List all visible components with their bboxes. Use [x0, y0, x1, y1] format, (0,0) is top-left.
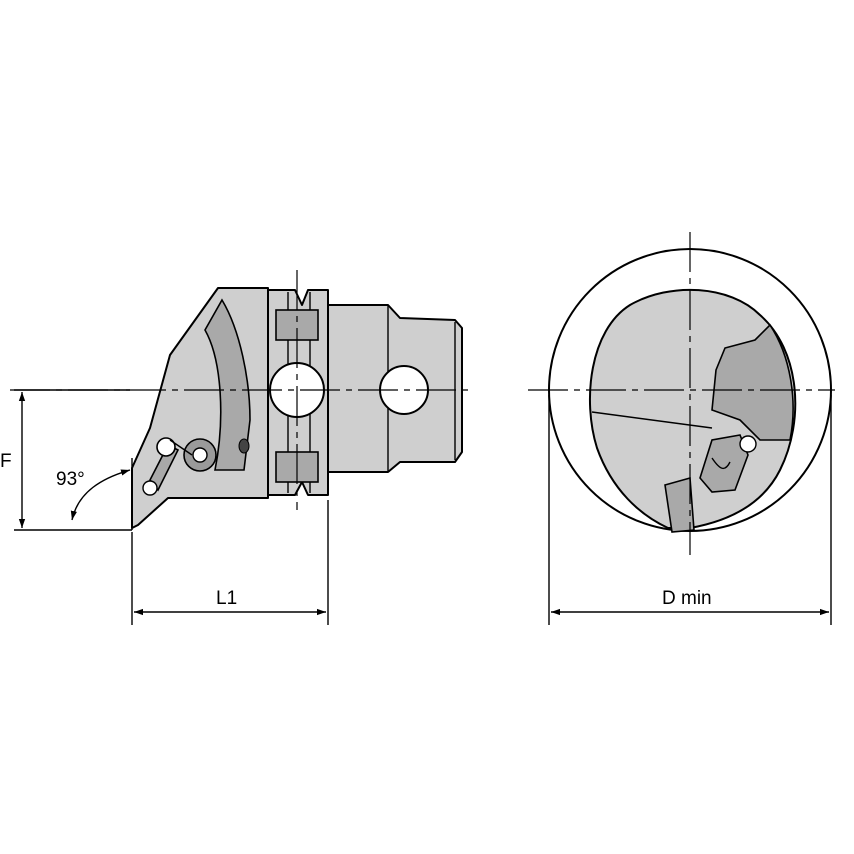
coolant-port [238, 438, 250, 454]
dmin-dimension: D min [548, 395, 832, 625]
front-insert [664, 476, 695, 533]
dmin-label: D min [662, 588, 712, 609]
f-dimension: F [0, 389, 132, 531]
l1-dimension: L1 [131, 500, 329, 625]
angle-label: 93° [56, 469, 85, 490]
l1-label: L1 [216, 588, 237, 609]
f-label: F [0, 451, 12, 472]
insert-clamp [142, 437, 217, 496]
angle-dimension: 93° [56, 458, 133, 530]
head-facet [204, 298, 251, 471]
front-view [528, 232, 835, 555]
